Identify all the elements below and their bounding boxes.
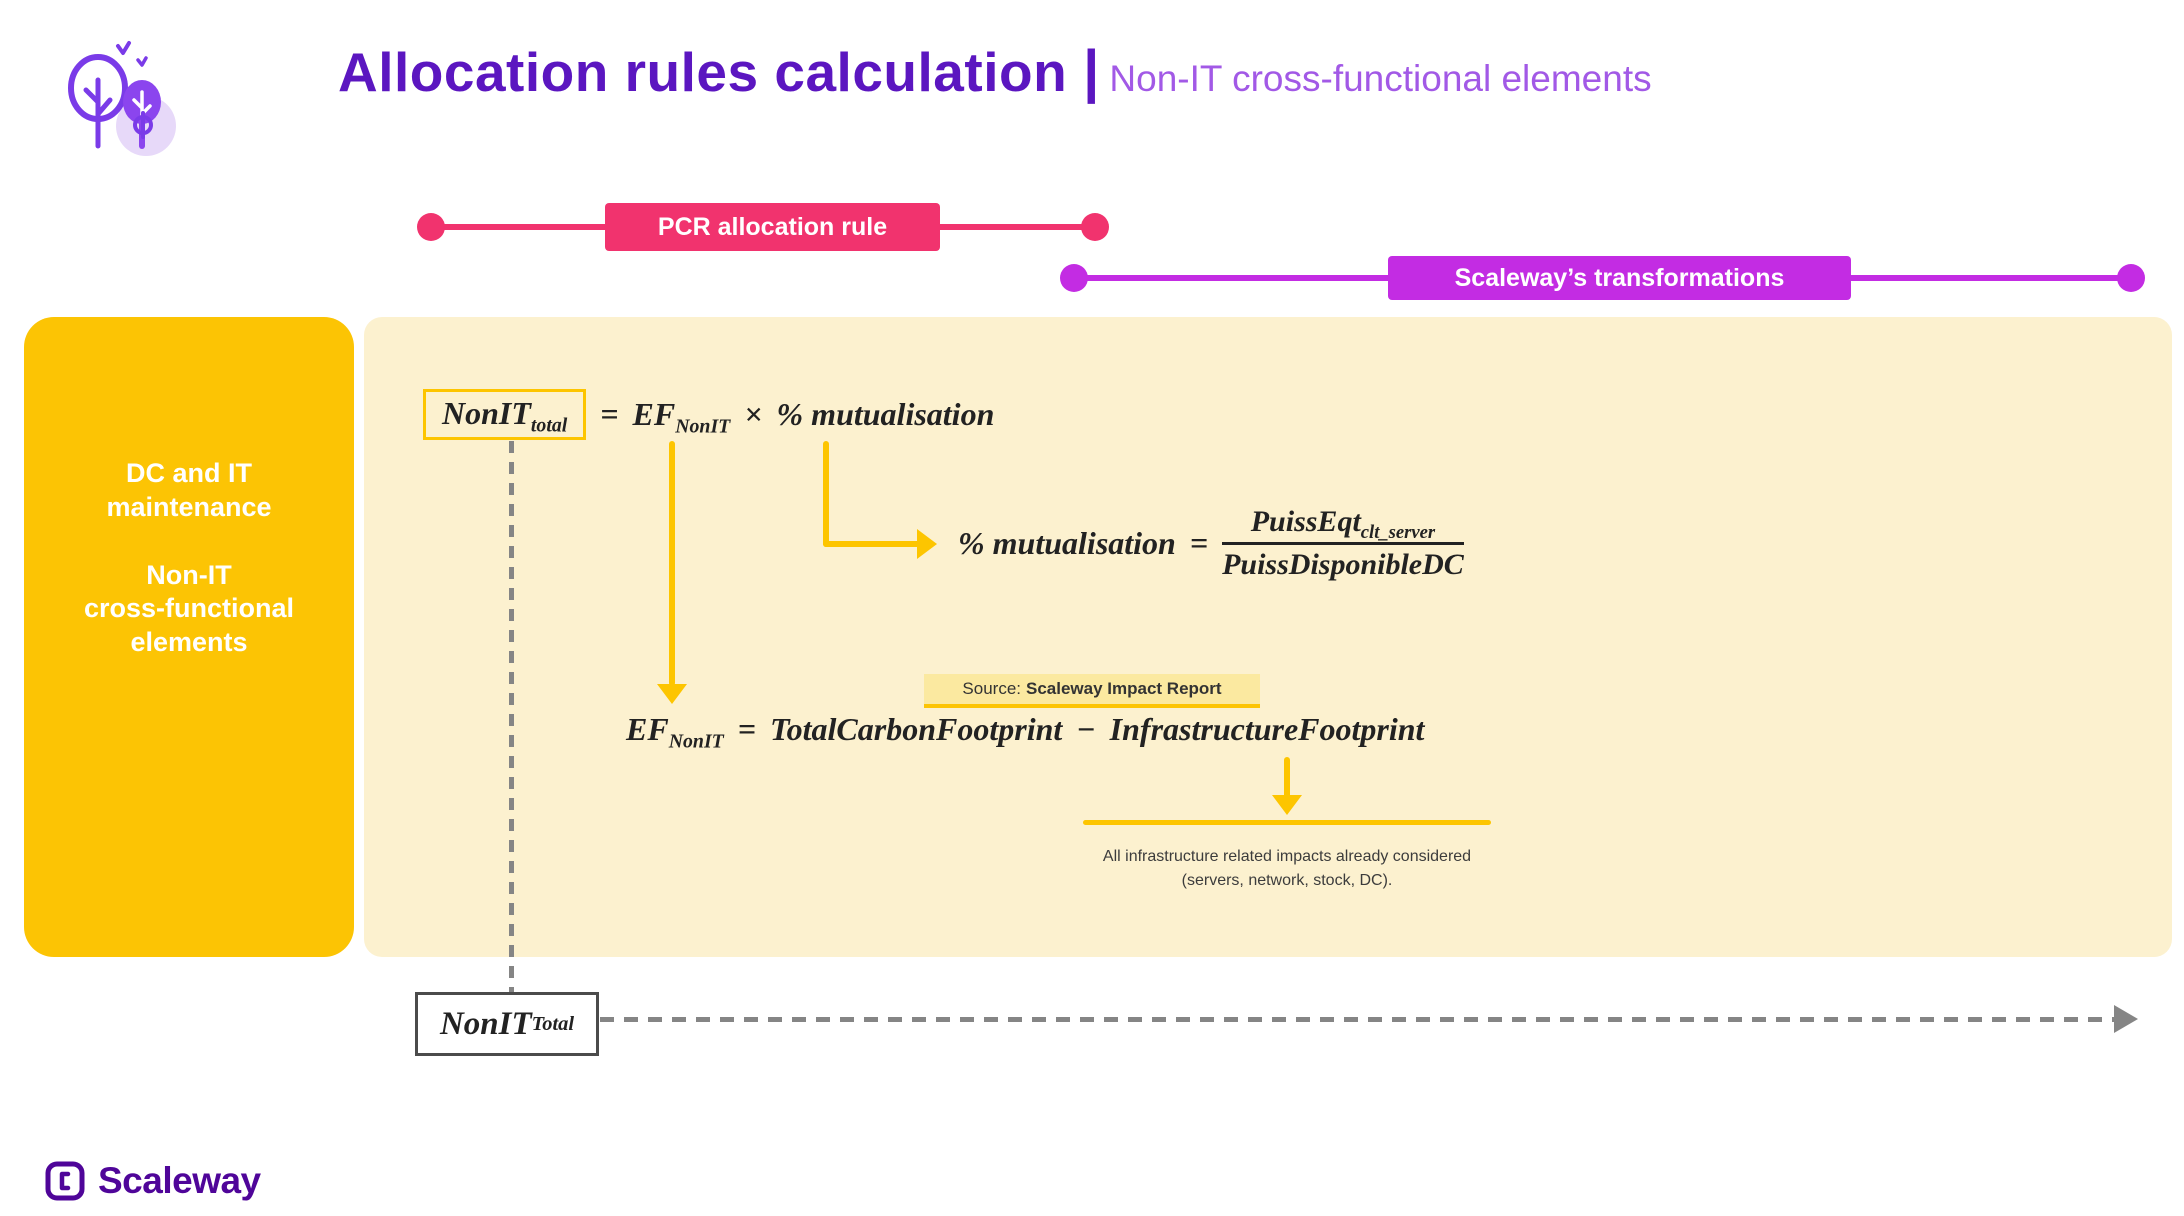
mutualisation-lhs: % mutualisation: [958, 525, 1176, 561]
brand-wordmark: Scaleway: [98, 1160, 261, 1201]
transformations-bracket-label: Scaleway’s transformations: [1388, 256, 1851, 300]
source-note-prefix: Source:: [962, 679, 1021, 698]
arrow-down-infrastructure-head-icon: [1272, 795, 1302, 815]
source-note-value: Scaleway Impact Report: [1026, 679, 1222, 698]
formula-canvas: [364, 317, 2172, 957]
category-dc-maintenance: DC and IT maintenance: [106, 458, 272, 522]
nonit-total-formula: NonITtotal = EFNonIT × % mutualisation: [423, 389, 994, 440]
infrastructure-note-line2: (servers, network, stock, DC).: [1181, 872, 1393, 889]
pcr-bracket-dot-left: [417, 213, 445, 241]
scaleway-logo-icon: [45, 1161, 85, 1201]
category-non-it: Non-IT cross-functional elements: [83, 559, 295, 658]
page-title: Allocation rules calculation: [338, 41, 1068, 103]
elbow-arrow-horizontal: [823, 541, 920, 547]
trees-illustration-icon: [68, 41, 176, 156]
arrow-down-ef-head-icon: [657, 684, 687, 704]
dashed-connector-horizontal: [600, 1017, 2114, 1022]
arrow-down-ef: [669, 441, 675, 686]
infrastructure-term: InfrastructureFootprint: [1109, 711, 1425, 747]
title-separator: |: [1083, 39, 1100, 104]
ef-formula: EFNonIT = TotalCarbonFootprint − Infrast…: [626, 711, 1425, 753]
infrastructure-underline: [1083, 820, 1491, 825]
pcr-bracket: PCR allocation rule: [417, 203, 1109, 251]
dashed-connector-vertical: [509, 441, 514, 992]
transformations-bracket: Scaleway’s transformations: [1060, 254, 2145, 302]
source-note: Source: Scaleway Impact Report: [924, 674, 1260, 708]
dashed-connector-arrow-head-icon: [2114, 1005, 2138, 1033]
elbow-arrow-head-icon: [917, 529, 937, 559]
times-sign: ×: [744, 396, 763, 432]
transformations-bracket-dot-left: [1060, 264, 1088, 292]
nonit-total-term-box: NonITtotal: [423, 389, 587, 440]
scaleway-brand: Scaleway: [44, 1160, 261, 1202]
pcr-bracket-label: PCR allocation rule: [605, 203, 940, 251]
fraction-numerator: PuissEqtclt_server: [1250, 505, 1436, 543]
elbow-arrow-vertical: [823, 441, 829, 547]
minus-sign: −: [1076, 711, 1096, 747]
category-panel: DC and IT maintenance Non-IT cross-funct…: [24, 317, 354, 957]
fraction-bar: [1222, 542, 1464, 545]
total-carbon-term: TotalCarbonFootprint: [770, 711, 1063, 747]
equals-sign: =: [1189, 525, 1209, 561]
infrastructure-note: All infrastructure related impacts alrea…: [1057, 845, 1517, 893]
equals-sign: =: [600, 396, 619, 432]
mutualisation-term: % mutualisation: [776, 396, 995, 432]
infrastructure-note-line1: All infrastructure related impacts alrea…: [1102, 848, 1472, 865]
mutualisation-formula: % mutualisation = PuissEqtclt_server Pui…: [958, 505, 1464, 582]
transformations-bracket-dot-right: [2117, 264, 2145, 292]
mutualisation-fraction: PuissEqtclt_server PuissDisponibleDC: [1222, 505, 1464, 582]
arrow-down-infrastructure: [1284, 757, 1290, 799]
ef-lhs: EFNonIT: [626, 711, 724, 753]
header: Allocation rules calculation | Non-IT cr…: [338, 38, 1652, 105]
equals-sign: =: [737, 711, 757, 747]
pcr-bracket-dot-right: [1081, 213, 1109, 241]
fraction-denominator: PuissDisponibleDC: [1222, 548, 1464, 581]
ef-nonit-term: EFNonIT: [632, 396, 731, 438]
page-subtitle: Non-IT cross-functional elements: [1109, 58, 1652, 99]
